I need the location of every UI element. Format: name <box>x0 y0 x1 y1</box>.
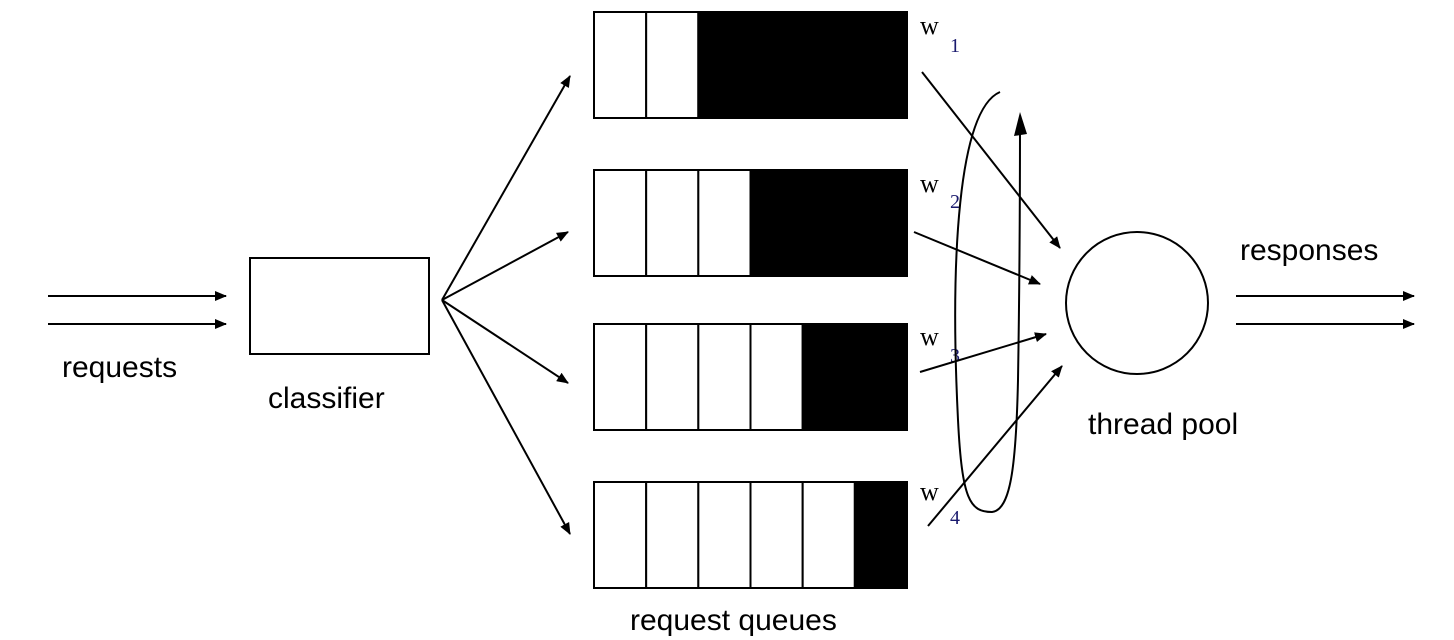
request-queues-label: request queues <box>630 604 837 637</box>
queue-slot-occupied <box>853 11 909 119</box>
queue-1 <box>593 11 909 119</box>
weight-label-w4: w 4 <box>920 477 960 529</box>
round-robin-loop <box>954 91 1021 514</box>
queue-slot-empty <box>593 169 648 277</box>
queue-slot-empty <box>645 323 700 431</box>
queue-slot-empty <box>749 481 804 589</box>
svg-text:4: 4 <box>950 507 960 529</box>
queue-slot-empty <box>593 323 648 431</box>
queue-4 <box>593 481 909 589</box>
svg-text:w: w <box>920 322 939 351</box>
request-queues <box>593 11 909 589</box>
queue-slot-occupied <box>749 169 804 277</box>
classifier-to-queue-4-arrow <box>441 299 571 535</box>
queue-slot-occupied <box>697 11 752 119</box>
svg-text:1: 1 <box>950 35 960 57</box>
svg-text:2: 2 <box>950 191 960 213</box>
classifier-to-queue-2-arrow <box>441 231 569 301</box>
queue-slot-occupied <box>853 323 909 431</box>
queue-slot-occupied <box>801 11 856 119</box>
queue-4-to-pool-arrow <box>927 365 1063 527</box>
classifier-to-queue-1-arrow <box>441 75 571 301</box>
svg-text:w: w <box>920 11 939 40</box>
requests-label: requests <box>62 351 177 384</box>
queue-slot-empty <box>801 481 856 589</box>
classifier-to-queue-3-arrow <box>441 299 569 384</box>
queue-slot-empty <box>749 323 804 431</box>
queue-slot-occupied <box>801 169 856 277</box>
queue-slot-empty <box>593 11 648 119</box>
queue-slot-empty <box>697 481 752 589</box>
queue-slot-occupied <box>853 169 909 277</box>
weight-label-w3: w 3 <box>920 322 960 367</box>
queue-2 <box>593 169 909 277</box>
queue-slot-empty <box>645 11 700 119</box>
weight-label-w1: w 1 <box>920 11 960 57</box>
classifier-box <box>249 257 430 355</box>
responses-label: responses <box>1240 234 1378 267</box>
svg-text:w: w <box>920 477 939 506</box>
queue-3-to-pool-arrow <box>919 332 1047 373</box>
queue-slot-empty <box>645 481 700 589</box>
svg-text:w: w <box>920 169 939 198</box>
thread-pool-circle <box>1065 231 1209 375</box>
queue-2-to-pool-arrow <box>913 231 1041 285</box>
queue-slot-empty <box>697 169 752 277</box>
queue-slot-empty <box>697 323 752 431</box>
queue-1-to-pool-arrow <box>921 71 1061 249</box>
weight-label-w2: w 2 <box>920 169 960 213</box>
classifier-label: classifier <box>268 382 385 415</box>
round-robin-loop-arrowhead <box>1014 112 1027 136</box>
queue-slot-occupied <box>749 11 804 119</box>
queue-slot-empty <box>645 169 700 277</box>
queue-slot-occupied <box>801 323 856 431</box>
thread-pool-label: thread pool <box>1088 408 1238 441</box>
queue-slot-empty <box>593 481 648 589</box>
queue-slot-occupied <box>853 481 909 589</box>
queue-3 <box>593 323 909 431</box>
